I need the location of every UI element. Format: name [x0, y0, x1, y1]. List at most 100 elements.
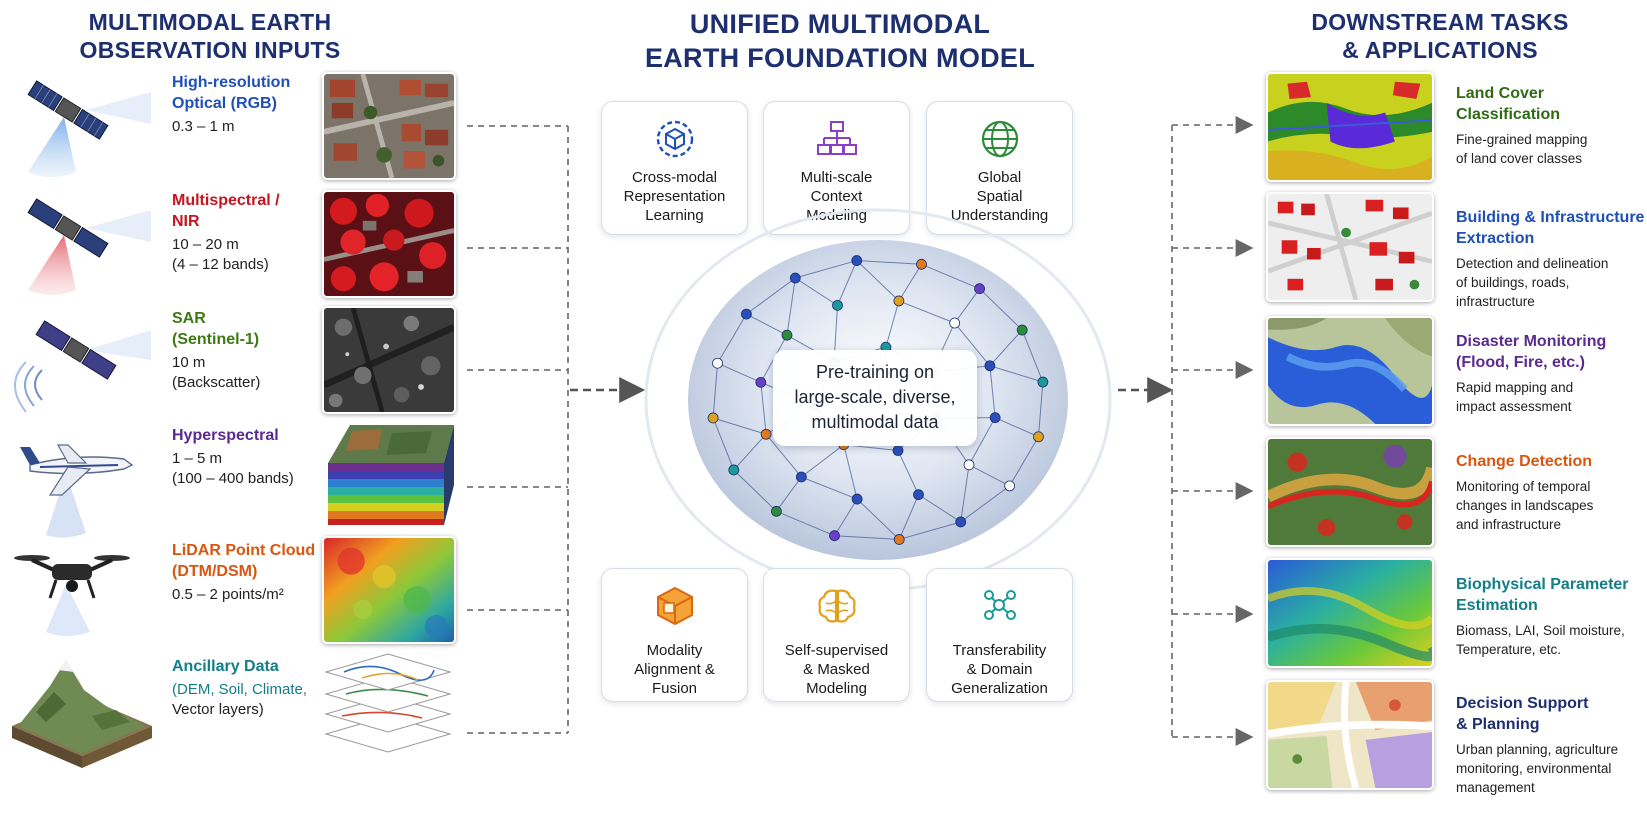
- planning-map-thumbnail: [1266, 680, 1434, 790]
- network-node: [789, 272, 801, 284]
- network-edge: [843, 444, 858, 500]
- input-title: SAR(Sentinel-1): [172, 310, 260, 348]
- input-resolution: 0.5 – 2 points/m²: [172, 586, 284, 603]
- network-node: [1037, 376, 1049, 388]
- network-edge: [968, 417, 996, 466]
- drone-icon: [14, 555, 130, 636]
- input-label: LiDAR Point Cloud(DTM/DSM) 0.5 – 2 point…: [172, 540, 320, 605]
- biophysical-map-thumbnail: [1266, 558, 1434, 668]
- network-node: [851, 255, 863, 266]
- left-heading-line: OBSERVATION INPUTS: [79, 37, 341, 63]
- network-node: [963, 459, 975, 471]
- network-node: [740, 308, 752, 320]
- input-resolution: 1 – 5 m(100 – 400 bands): [172, 450, 294, 487]
- network-edge: [717, 313, 747, 364]
- network-edge: [776, 510, 835, 537]
- core-line: Pre-training on: [815, 362, 935, 382]
- network-edge: [712, 363, 719, 419]
- network-edge: [834, 535, 900, 540]
- network-node: [829, 530, 840, 542]
- network-edge: [1037, 381, 1044, 437]
- input-title: LiDAR Point Cloud(DTM/DSM): [172, 542, 316, 580]
- globe-icon: [981, 120, 1018, 158]
- pretraining-core-label: Pre-training on large-scale, diverse, mu…: [773, 350, 977, 446]
- network-edge: [733, 469, 777, 512]
- network-node: [984, 360, 996, 372]
- network-edge: [989, 329, 1023, 367]
- network-edge: [856, 260, 900, 302]
- output-description: Biomass, LAI, Soil moisture,Temperature,…: [1456, 623, 1625, 657]
- land-cover-map-thumbnail: [1266, 72, 1434, 182]
- network-node: [893, 534, 905, 545]
- multispectral-image-thumbnail: [322, 190, 456, 298]
- center-heading-line: EARTH FOUNDATION MODEL: [644, 43, 1036, 73]
- airplane-icon: [20, 444, 134, 538]
- network-edge: [746, 277, 796, 315]
- input-label: Multispectral /NIR 10 – 20 m(4 – 12 band…: [172, 190, 320, 275]
- center-heading: UNIFIED MULTIMODAL EARTH FOUNDATION MODE…: [640, 7, 1040, 75]
- network-node: [1004, 480, 1016, 492]
- network-edge: [898, 494, 919, 540]
- network-edge: [760, 382, 767, 435]
- input-title: Hyperspectral: [172, 427, 279, 444]
- network-edge: [795, 277, 838, 306]
- hierarchy-icon: [816, 121, 857, 155]
- input-label: Ancillary Data (DEM, Soil, Climate,Vecto…: [172, 656, 320, 720]
- output-decision-support: Decision Support& Planning Urban plannin…: [1456, 693, 1646, 797]
- left-heading: MULTIMODAL EARTH OBSERVATION INPUTS: [60, 8, 360, 64]
- network-edge: [885, 300, 900, 348]
- network-edge: [897, 450, 919, 495]
- input-label: SAR(Sentinel-1) 10 m(Backscatter): [172, 308, 320, 393]
- input-hyperspectral: Hyperspectral 1 – 5 m(100 – 400 bands): [0, 425, 470, 540]
- network-node: [771, 505, 782, 517]
- network-edge: [921, 263, 980, 290]
- network-edge: [837, 260, 858, 306]
- input-sar-sentinel1: SAR(Sentinel-1) 10 m(Backscatter): [0, 306, 470, 423]
- network-edge: [898, 300, 955, 324]
- cube-gear-icon: [656, 120, 693, 158]
- hyperspectral-cube-thumbnail: [322, 419, 456, 527]
- network-edge: [856, 260, 922, 265]
- network-edge: [733, 433, 767, 471]
- network-edge: [994, 417, 1039, 438]
- right-heading: DOWNSTREAM TASKS & APPLICATIONS: [1290, 8, 1590, 64]
- network-edge: [918, 494, 961, 523]
- output-disaster-monitoring: Disaster Monitoring(Flood, Fire, etc.) R…: [1456, 331, 1646, 416]
- network-edge: [1009, 436, 1039, 487]
- network-edge: [712, 417, 735, 471]
- input-multispectral-nir: Multispectral /NIR 10 – 20 m(4 – 12 band…: [0, 190, 470, 305]
- network-node: [781, 329, 793, 341]
- network-edge: [899, 521, 961, 540]
- right-heading-line: DOWNSTREAM TASKS: [1311, 9, 1569, 35]
- input-title: Multispectral /NIR: [172, 192, 280, 230]
- right-heading-line: & APPLICATIONS: [1342, 37, 1538, 63]
- network-edge: [801, 444, 845, 478]
- input-details: (DEM, Soil, Climate,Vector layers): [172, 681, 308, 718]
- input-resolution: 10 m(Backscatter): [172, 354, 261, 391]
- network-edge: [1021, 329, 1044, 383]
- network-edge: [960, 485, 1010, 523]
- network-edge: [960, 464, 970, 523]
- network-edge: [898, 264, 922, 302]
- network-edge: [795, 260, 857, 279]
- network-edge: [786, 277, 796, 336]
- satellite-icon: [27, 198, 151, 295]
- network-node: [892, 445, 904, 456]
- output-title: Disaster Monitoring(Flood, Fire, etc.): [1456, 333, 1607, 371]
- lidar-image-thumbnail: [322, 536, 456, 644]
- network-edge: [776, 476, 802, 512]
